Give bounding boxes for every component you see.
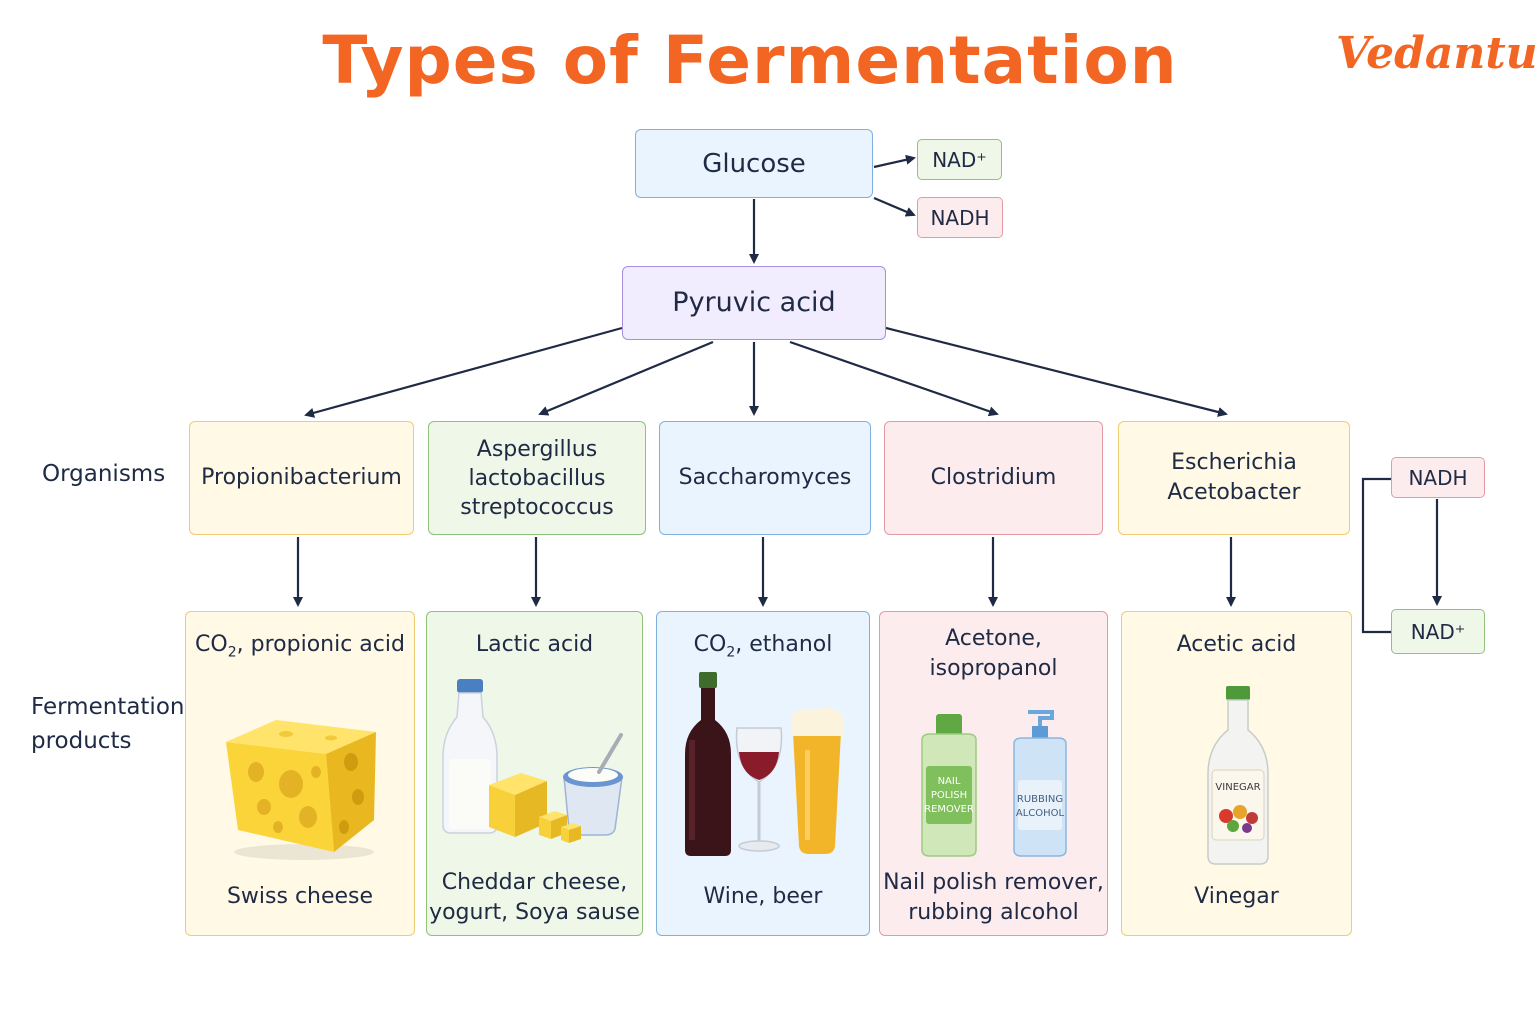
glucose-label: Glucose: [702, 148, 806, 179]
bracket-nad-cycle: [1361, 477, 1391, 634]
wine-beer-illustration: [685, 672, 843, 856]
product-title: CO2, ethanol: [693, 632, 833, 661]
product-title: CO2, propionic acid: [195, 632, 405, 661]
svg-text:POLISH: POLISH: [931, 790, 967, 801]
pyruvic-acid-box: Pyruvic acid: [622, 266, 886, 340]
organism-label: Aspergillus: [476, 436, 598, 462]
arrow-glucose-nadh: [873, 196, 916, 217]
product-caption: Wine, beer: [703, 884, 823, 909]
nadh-label: NADH: [930, 205, 990, 230]
product-panel-3: CO2, ethanol Wine, beer: [656, 611, 870, 936]
svg-text:REMOVER: REMOVER: [924, 804, 974, 815]
page-title: Types of Fermentation: [322, 22, 1178, 99]
organism-label: Saccharomyces: [678, 465, 852, 490]
product-title: Lactic acid: [475, 632, 594, 657]
product-title: Acetone,isopropanol: [929, 626, 1058, 681]
row-label-products: Fermentation products: [31, 690, 184, 758]
product-caption: Nail polish remover,rubbing alcohol: [883, 870, 1104, 925]
product-panel-5: Acetic acid VINEGAR Vinegar: [1121, 611, 1352, 936]
organism-box-2: Aspergillus lactobacillus streptococcus: [428, 421, 646, 535]
product-title: Acetic acid: [1176, 632, 1297, 657]
vinegar-bottle-illustration: VINEGAR: [1207, 686, 1269, 865]
nad-plus-tag-right: NAD⁺: [1391, 609, 1485, 654]
vedantu-logo: Vedantu: [1336, 22, 1536, 82]
arrow-pyruvic-org4: [789, 340, 999, 417]
organism-label: Escherichia: [1171, 450, 1297, 475]
nad-plus-label: NAD⁺: [932, 147, 987, 172]
organism-label: streptococcus: [460, 494, 614, 520]
glucose-box: Glucose: [635, 129, 873, 198]
product-panel-1: CO2, propionic acid Swiss cheese: [185, 611, 415, 936]
nadh-tag-right: NADH: [1391, 457, 1485, 498]
organism-label: Clostridium: [930, 465, 1057, 490]
organism-label: Acetobacter: [1167, 480, 1301, 505]
nad-plus-tag-top: NAD⁺: [917, 139, 1002, 180]
product-panel-4: Acetone,isopropanol NAIL POLISH REMOVER …: [879, 611, 1108, 936]
pyruvic-acid-label: Pyruvic acid: [672, 287, 836, 318]
organism-label: Propionibacterium: [201, 465, 402, 490]
nadh-tag-top: NADH: [917, 197, 1003, 238]
dairy-products-illustration: [442, 679, 623, 843]
product-panel-2: Lactic acid Cheddar cheese,yogurt, Soya …: [426, 611, 643, 936]
solvent-bottles-illustration: NAIL POLISH REMOVER RUBBING ALCOHOL: [921, 710, 1067, 857]
product-caption: Vinegar: [1194, 884, 1279, 909]
arrow-pyruvic-org2: [538, 340, 714, 416]
row-label-products-line2: products: [31, 728, 132, 754]
organism-box-5: Escherichia Acetobacter: [1118, 421, 1350, 535]
organism-box-3: Saccharomyces: [659, 421, 871, 535]
row-label-products-line1: Fermentation: [31, 694, 185, 720]
row-label-organisms: Organisms: [42, 461, 166, 487]
svg-text:Vedantu: Vedantu: [1336, 28, 1536, 79]
nadh-label: NADH: [1408, 465, 1468, 490]
svg-text:ALCOHOL: ALCOHOL: [1016, 808, 1065, 819]
product-caption: Swiss cheese: [226, 884, 374, 909]
svg-text:RUBBING: RUBBING: [1017, 794, 1063, 805]
nad-plus-label: NAD⁺: [1410, 619, 1466, 644]
organism-box-1: Propionibacterium: [189, 421, 414, 535]
product-caption: Cheddar cheese,yogurt, Soya sause: [429, 870, 640, 925]
svg-text:NAIL: NAIL: [938, 776, 961, 787]
arrow-pyruvic-org1: [304, 326, 623, 418]
swiss-cheese-illustration: [226, 720, 376, 860]
organism-box-4: Clostridium: [884, 421, 1103, 535]
arrow-pyruvic-org5: [885, 326, 1228, 417]
svg-text:VINEGAR: VINEGAR: [1215, 782, 1260, 793]
organism-label: lactobacillus: [468, 465, 606, 491]
arrow-glucose-nadplus: [873, 154, 916, 169]
